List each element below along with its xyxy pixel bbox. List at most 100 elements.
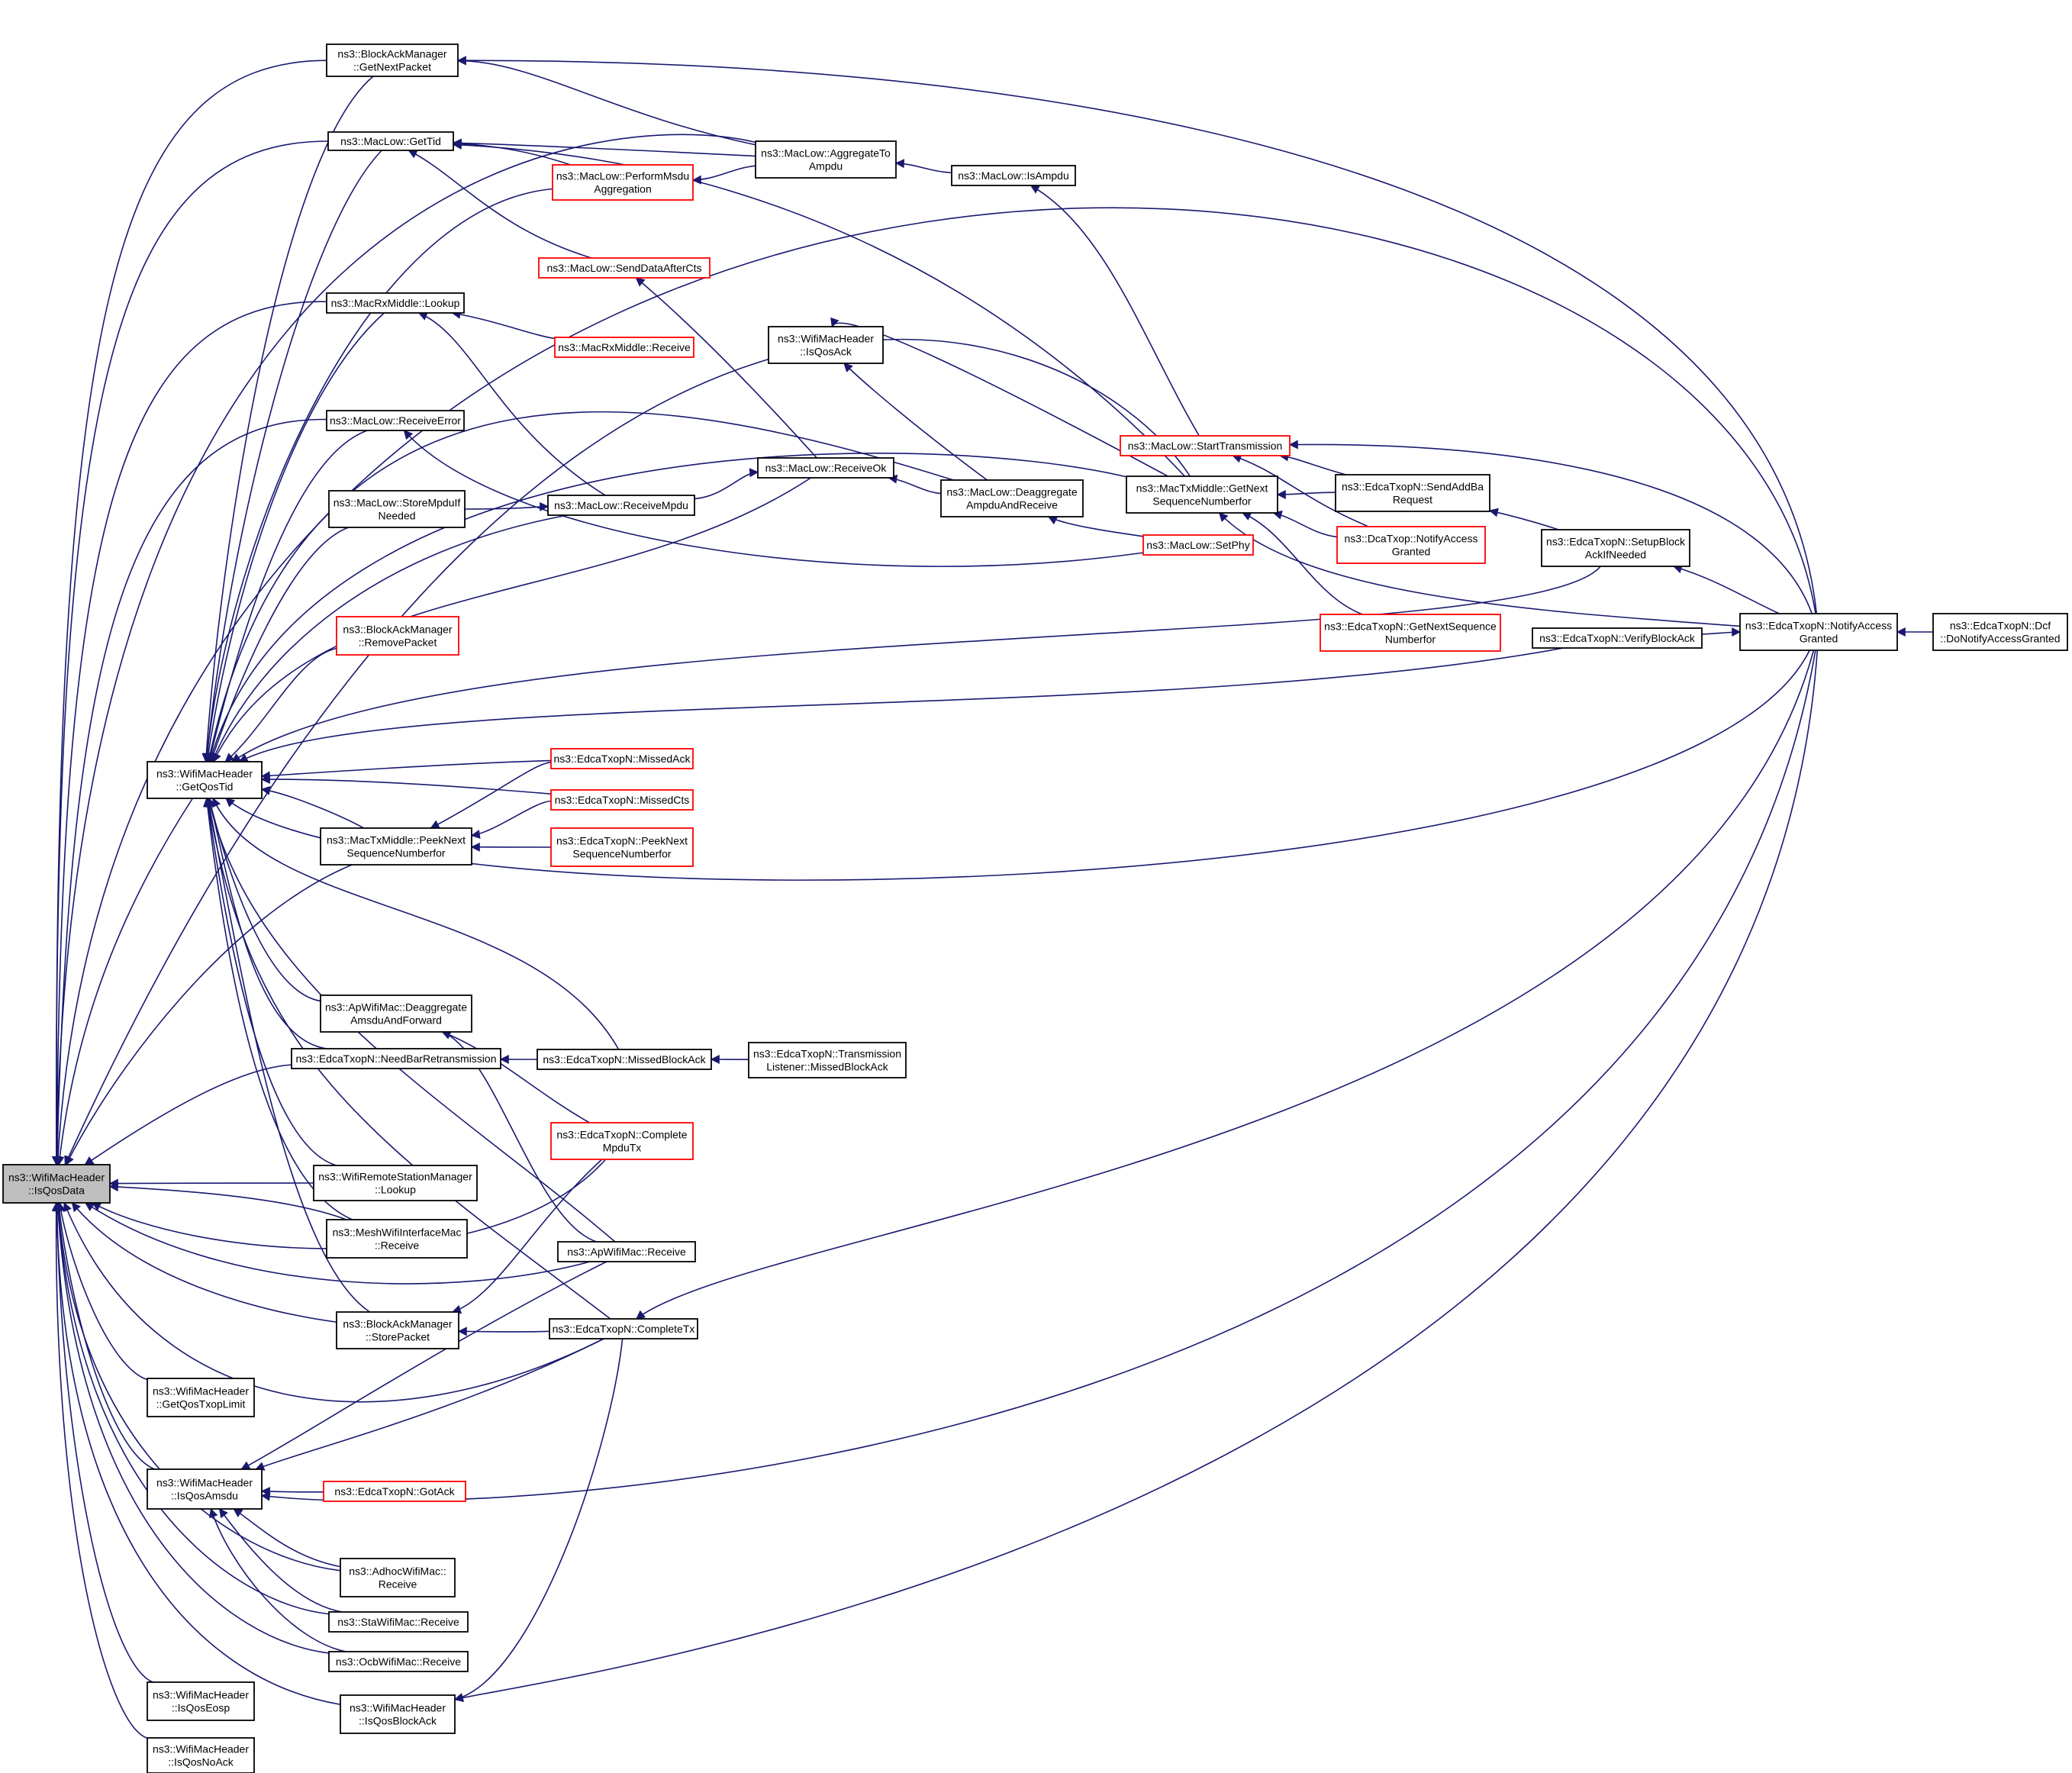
node-box [328,490,466,528]
node-label-line: ::IsQosData [28,1185,85,1197]
node-label-line: ns3::BlockAckManager [343,1318,453,1330]
node-wmh_isqosblockack[interactable]: ns3::WifiMacHeader::IsQosBlockAck [340,1694,456,1734]
edge-path [403,430,1144,567]
node-box [336,616,459,656]
edge-wmh_getqostxop-to-isqosdata [56,1201,148,1381]
node-label-line: ns3::WifiMacHeader [156,1477,253,1489]
edge-path [694,468,759,500]
node-ml_starttx[interactable]: ns3::MacLow::StartTransmission [1120,435,1291,456]
edge-wrsm_lookup-to-isqosdata [108,1178,314,1188]
edge-ml_performmsdu-to-wmh_getqostid [202,188,553,763]
node-wmh_getqostxop[interactable]: ns3::WifiMacHeader::GetQosTxopLimit [147,1378,255,1417]
node-edca_completetx[interactable]: ns3::EdcaTxopN::CompleteTx [549,1318,698,1339]
node-edca_translistener[interactable]: ns3::EdcaTxopN::TransmissionListener::Mi… [748,1042,907,1078]
node-label-line: ns3::WifiMacHeader [153,1689,249,1701]
edge-ml_starttx-to-ml_isampdu [1030,185,1200,437]
edge-path [218,1508,343,1613]
edge-path [457,1327,550,1336]
edge-path [894,159,952,174]
edge-ocb_receive-to-isqosdata [53,1201,330,1654]
node-label-line: ns3::ApWifiMac::Deaggregate [325,1001,467,1014]
node-edca_missedblockack[interactable]: ns3::EdcaTxopN::MissedBlockAck [537,1049,712,1070]
node-box [550,789,694,811]
edge-edca_missedcts-to-txm_peeknext [470,800,552,840]
node-edca_notify[interactable]: ns3::EdcaTxopN::NotifyAccessGranted [1739,613,1898,651]
edge-edca_sendaddba-to-ml_starttx [1279,452,1346,475]
node-ml_isampdu[interactable]: ns3::MacLow::IsAmpdu [951,165,1076,186]
node-mesh_receive[interactable]: ns3::MeshWifiInterfaceMac::Receive [326,1219,468,1259]
node-label-line: ::GetNextPacket [353,61,431,73]
edge-bam_getnext-to-wmh_getqostid [201,76,374,763]
node-bam_getnext[interactable]: ns3::BlockAckManager::GetNextPacket [326,44,459,77]
node-bam_removepacket[interactable]: ns3::BlockAckManager::RemovePacket [336,616,459,656]
node-edca_missedack[interactable]: ns3::EdcaTxopN::MissedAck [550,748,694,769]
node-isqosdata[interactable]: ns3::WifiMacHeader::IsQosData [2,1164,111,1204]
edge-ml_aggregate-to-ml_gettid [452,138,756,157]
node-ap_receive[interactable]: ns3::ApWifiMac::Receive [557,1241,696,1262]
node-ml_receivempdu[interactable]: ns3::MacLow::ReceiveMpdu [547,495,695,516]
node-ocb_receive[interactable]: ns3::OcbWifiMac::Receive [328,1651,469,1672]
node-edca_missedcts[interactable]: ns3::EdcaTxopN::MissedCts [550,789,694,811]
node-ml_setphy[interactable]: ns3::MacLow::SetPhy [1142,534,1254,556]
node-ml_receiveerror[interactable]: ns3::MacLow::ReceiveError [326,410,465,431]
node-edca_gotack[interactable]: ns3::EdcaTxopN::GotAck [323,1481,466,1502]
node-label-line: Request [1393,494,1432,506]
edge-wmh_isqosblockack-to-isqosdata [52,1201,341,1706]
edge-path [470,800,552,840]
node-edca_needbar[interactable]: ns3::EdcaTxopN::NeedBarRetransmission [291,1048,501,1069]
edge-edca_notify-to-wmh_isqosamsdu [260,650,1816,1502]
edge-path [430,762,552,829]
node-edca_verifyblock[interactable]: ns3::EdcaTxopN::VerifyBlockAck [1532,627,1703,649]
edge-path [64,338,1191,1166]
edge-edca_needbar-to-isqosdata [84,1064,292,1165]
edge-edca_setupblock-to-wmh_getqostid [230,566,1601,762]
edge-ml_receivempdu-to-rxm_lookup [417,311,606,496]
node-label-line: ns3::EdcaTxopN::PeekNext [556,835,688,847]
edge-path [1232,453,1369,527]
node-label-line: SequenceNumberfor [572,848,672,860]
node-wrsm_lookup[interactable]: ns3::WifiRemoteStationManager::Lookup [313,1165,478,1201]
node-edca_peeknext[interactable]: ns3::EdcaTxopN::PeekNextSequenceNumberfo… [550,827,694,867]
edge-path [224,647,337,762]
edge-path [84,1202,591,1285]
edge-edca_verifyblock-to-wmh_getqostid [238,647,1564,762]
node-wmh_getqostid[interactable]: ns3::WifiMacHeader::GetQosTid [147,761,263,799]
node-adhoc_receive[interactable]: ns3::AdhocWifiMac::Receive [340,1558,456,1597]
node-sta_receive[interactable]: ns3::StaWifiMac::Receive [328,1611,469,1633]
node-ml_receiveok[interactable]: ns3::MacLow::ReceiveOk [757,457,894,479]
node-box [1320,614,1501,652]
node-txm_getnext[interactable]: ns3::MacTxMiddle::GetNextSequenceNumberf… [1126,475,1278,514]
node-ap_deaggregate[interactable]: ns3::ApWifiMac::DeaggregateAmsduAndForwa… [320,994,472,1033]
node-bam_storepacket[interactable]: ns3::BlockAckManager::StorePacket [336,1311,459,1349]
node-wmh_isqosack[interactable]: ns3::WifiMacHeader::IsQosAck [768,326,884,364]
node-txm_peeknext[interactable]: ns3::MacTxMiddle::PeekNextSequenceNumber… [320,827,472,866]
edge-txm_getnext-to-ml_gettid [452,140,1185,477]
node-wmh_isqosamsdu[interactable]: ns3::WifiMacHeader::IsQosAmsdu [147,1468,263,1510]
node-edca_dcf[interactable]: ns3::EdcaTxopN::Dcf::DoNotifyAccessGrant… [1932,613,2068,651]
node-wmh_isqoseosp[interactable]: ns3::WifiMacHeader::IsQosEosp [147,1681,255,1721]
edge-ml_receiveok-to-wmh_getqostid [212,477,811,763]
edge-edca_notify-to-bam_getnext [456,56,1818,614]
node-dcatxop_notify[interactable]: ns3::DcaTxop::NotifyAccessGranted [1336,526,1486,564]
node-box [147,761,263,799]
node-ml_senddata[interactable]: ns3::MacLow::SendDataAfterCts [538,257,711,279]
node-label-line: Ampdu [809,160,843,172]
node-rxm_receive[interactable]: ns3::MacRxMiddle::Receive [554,337,694,358]
node-label-line: ::Receive [375,1239,420,1252]
edge-path [52,301,327,1166]
edge-path [451,309,556,340]
node-label-line: ns3::MacRxMiddle::Receive [558,341,691,353]
edge-path [51,140,329,1166]
node-ml_gettid[interactable]: ns3::MacLow::GetTid [327,131,454,151]
node-rxm_lookup[interactable]: ns3::MacRxMiddle::Lookup [326,292,465,314]
node-box [538,257,711,279]
node-wmh_isqosnoack[interactable]: ns3::WifiMacHeader::IsQosNoAck [147,1737,255,1773]
